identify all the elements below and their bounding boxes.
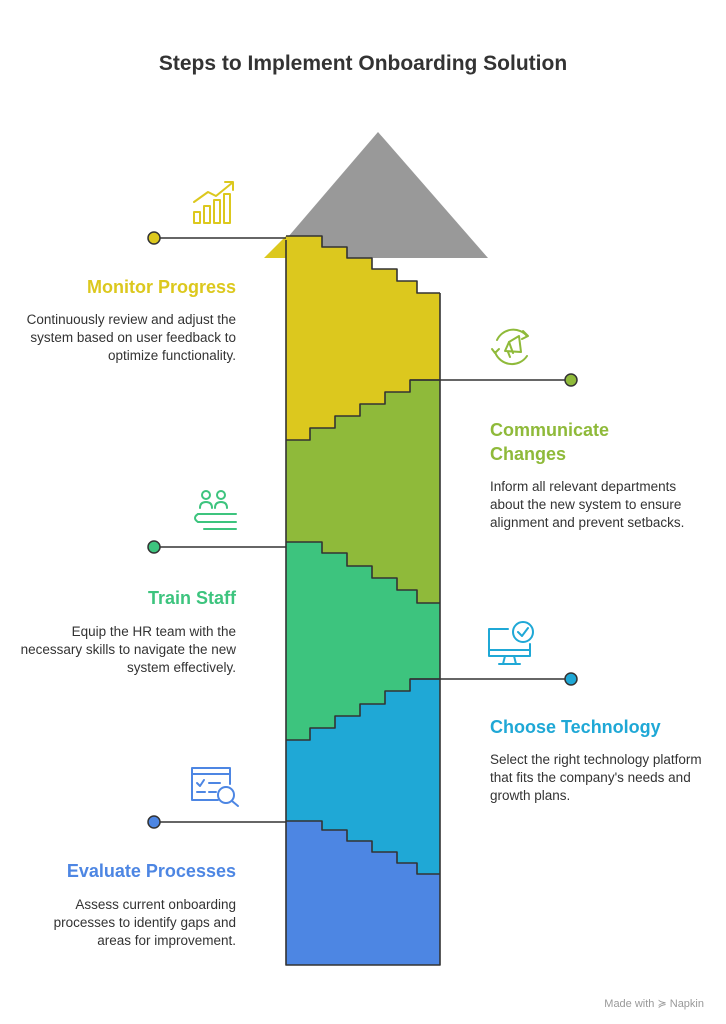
page-title: Steps to Implement Onboarding Solution [158, 52, 568, 75]
step-title-monitor-progress: Monitor Progress [86, 277, 236, 297]
megaphone-icon [491, 328, 529, 366]
stair-segment-communicate-changes [286, 380, 440, 603]
stair-segment-monitor-progress [264, 236, 440, 440]
step-title-communicate-changes: Communicate Changes [490, 420, 610, 464]
step-title-evaluate-processes: Evaluate Processes [66, 861, 236, 881]
step-desc-train-staff: Equip the HR team with the necessary ski… [20, 624, 236, 675]
step-desc-communicate-changes: Inform all relevant departments about th… [490, 479, 685, 530]
monitor-check-icon [488, 621, 534, 665]
connector-evaluate-processes [147, 815, 286, 829]
arrow-head [270, 132, 488, 258]
step-desc-monitor-progress: Continuously review and adjust the syste… [26, 312, 236, 363]
step-title-train-staff: Train Staff [147, 588, 236, 608]
footer-credit: Made with ≽ Napkin [604, 998, 704, 1010]
connector-train-staff [147, 540, 286, 554]
stair-segment-evaluate-processes [286, 821, 440, 965]
connector-choose-technology [410, 672, 578, 686]
connector-communicate-changes [410, 373, 578, 387]
document-search-icon [191, 767, 239, 807]
growth-chart-icon [193, 181, 234, 224]
step-desc-evaluate-processes: Assess current onboarding processes to i… [53, 897, 236, 948]
stair-segment-choose-technology [286, 679, 440, 874]
step-title-choose-technology: Choose Technology [490, 717, 661, 737]
step-desc-choose-technology: Select the right technology platform tha… [490, 752, 702, 803]
team-icon [194, 490, 237, 530]
connector-monitor-progress [147, 231, 286, 245]
